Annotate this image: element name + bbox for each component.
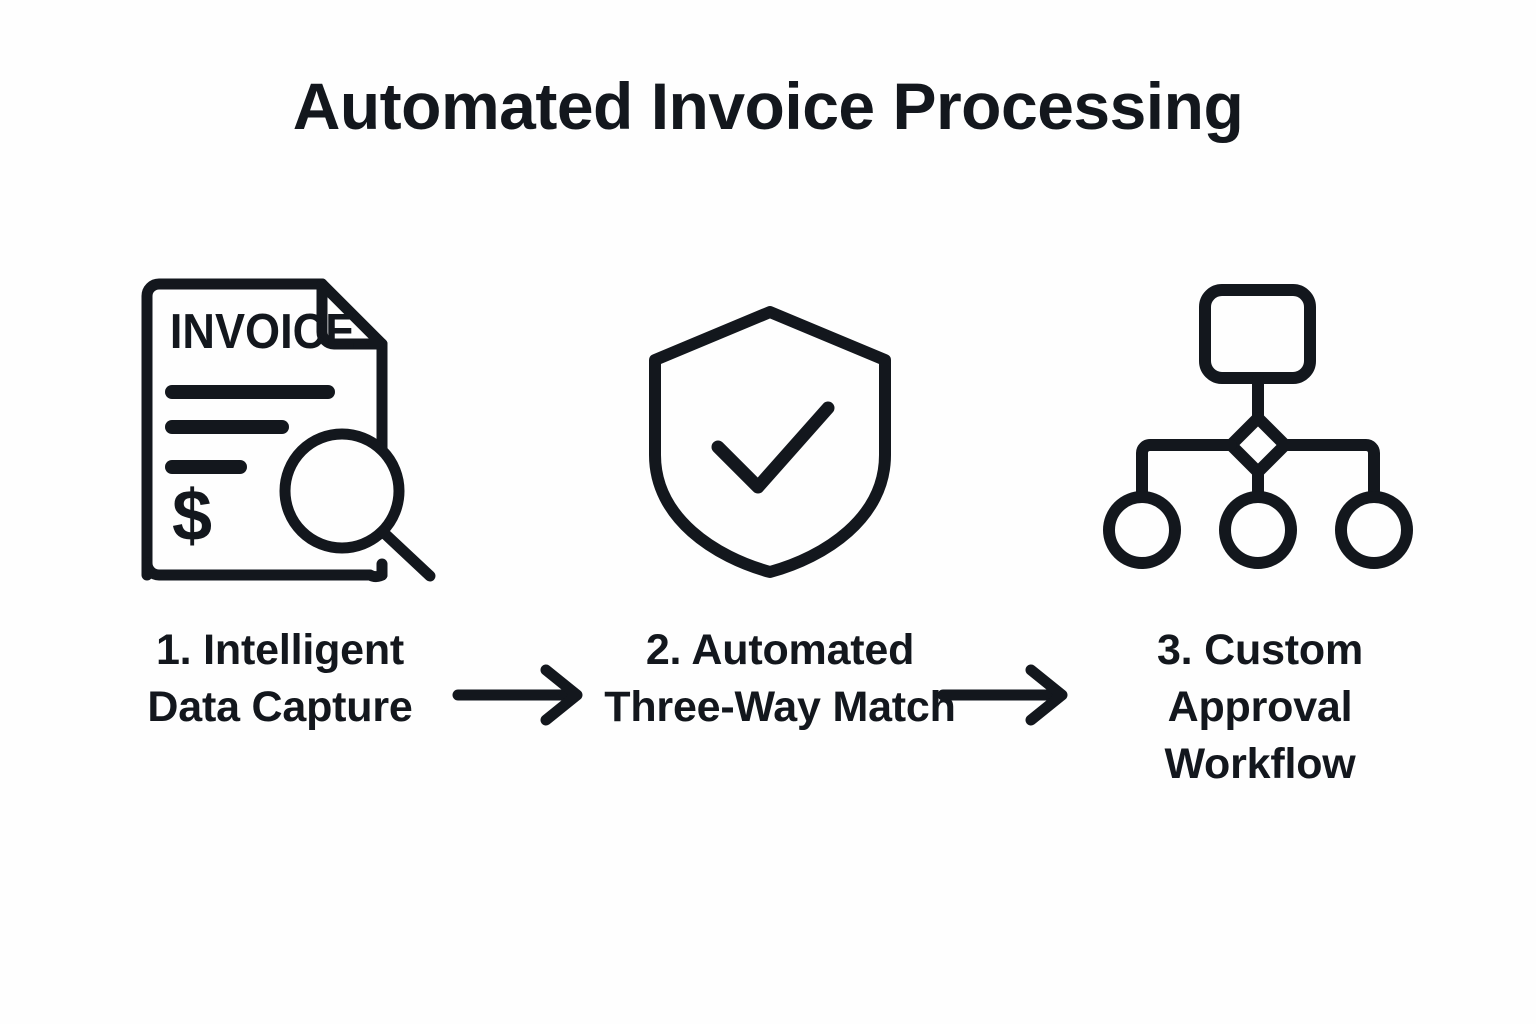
- step-label-1: 1. Intelligent Data Capture: [100, 622, 460, 736]
- page-title: Automated Invoice Processing: [292, 69, 1244, 143]
- dollar-symbol-text: $: [172, 476, 212, 556]
- invoice-label-text: INVOICE: [170, 303, 355, 358]
- step-label-3-line-2: Approval: [1167, 682, 1353, 731]
- step-card-2: 2. Automated Three-Way Match: [600, 250, 960, 870]
- step-card-1: INVOICE $ 1. Intelligent Data Capture: [100, 250, 460, 870]
- step-label-3: 3. Custom Approval Workflow: [1080, 622, 1440, 792]
- workflow-hierarchy-icon: [1080, 250, 1440, 590]
- step-label-1-line-2: Data Capture: [147, 682, 413, 731]
- step-label-2: 2. Automated Three-Way Match: [600, 622, 960, 736]
- step-label-1-line-1: 1. Intelligent: [155, 626, 405, 674]
- process-steps: INVOICE $ 1. Intelligent Data Capture 2.…: [0, 250, 1536, 890]
- step-card-3: 3. Custom Approval Workflow: [1080, 250, 1440, 870]
- arrow-step-2-to-3: [935, 660, 1085, 730]
- step-label-3-line-3: Workflow: [1164, 739, 1356, 788]
- step-label-2-line-2: Three-Way Match: [604, 682, 956, 731]
- invoice-document-magnifier-icon: INVOICE $: [100, 250, 460, 590]
- arrow-step-1-to-2: [450, 660, 600, 730]
- step-label-3-line-1: 3. Custom: [1156, 626, 1364, 674]
- step-label-2-line-1: 2. Automated: [645, 626, 915, 674]
- shield-check-icon: [600, 250, 960, 590]
